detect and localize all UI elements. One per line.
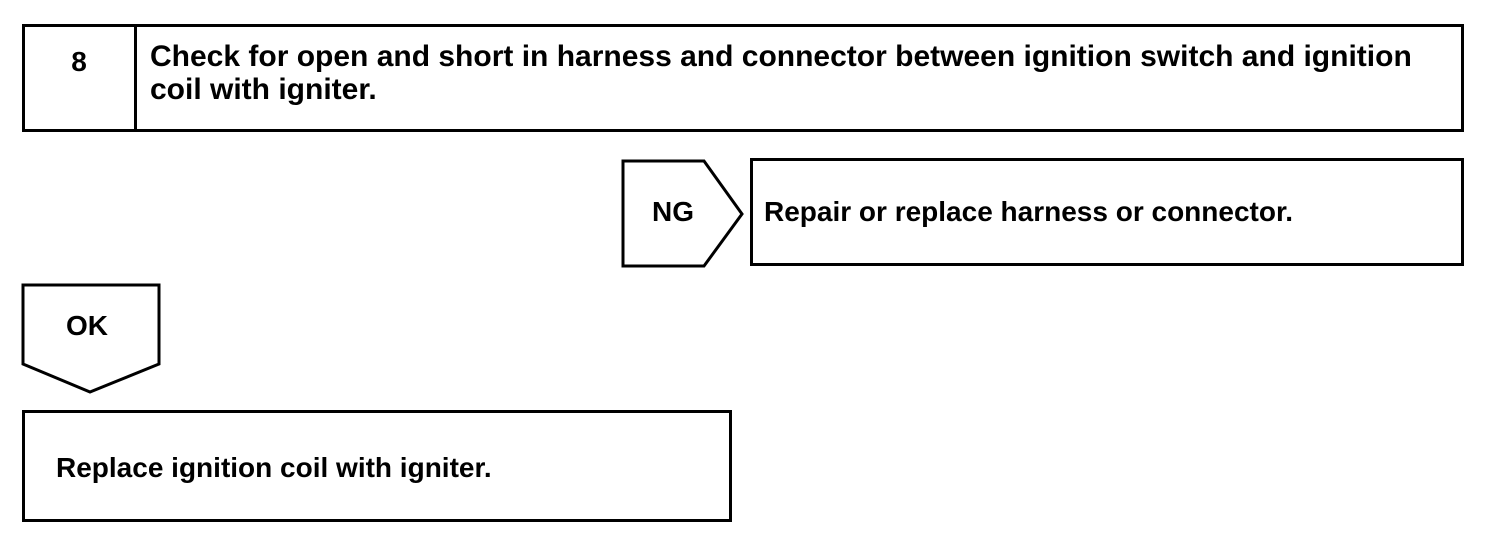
- step-box: [22, 24, 1464, 132]
- ng-arrow-icon: [621, 159, 744, 268]
- step-title: Check for open and short in harness and …: [150, 40, 1412, 106]
- ng-result-box: [750, 158, 1464, 266]
- step-divider: [134, 24, 137, 132]
- step-number: 8: [71, 46, 87, 77]
- ng-result-text: Repair or replace harness or connector.: [764, 196, 1294, 227]
- ok-arrow-icon: [21, 283, 161, 394]
- ok-result-box: [22, 410, 732, 522]
- ok-result-text: Replace ignition coil with igniter.: [56, 452, 492, 483]
- ng-label: NG: [652, 196, 694, 227]
- ok-label: OK: [66, 310, 108, 341]
